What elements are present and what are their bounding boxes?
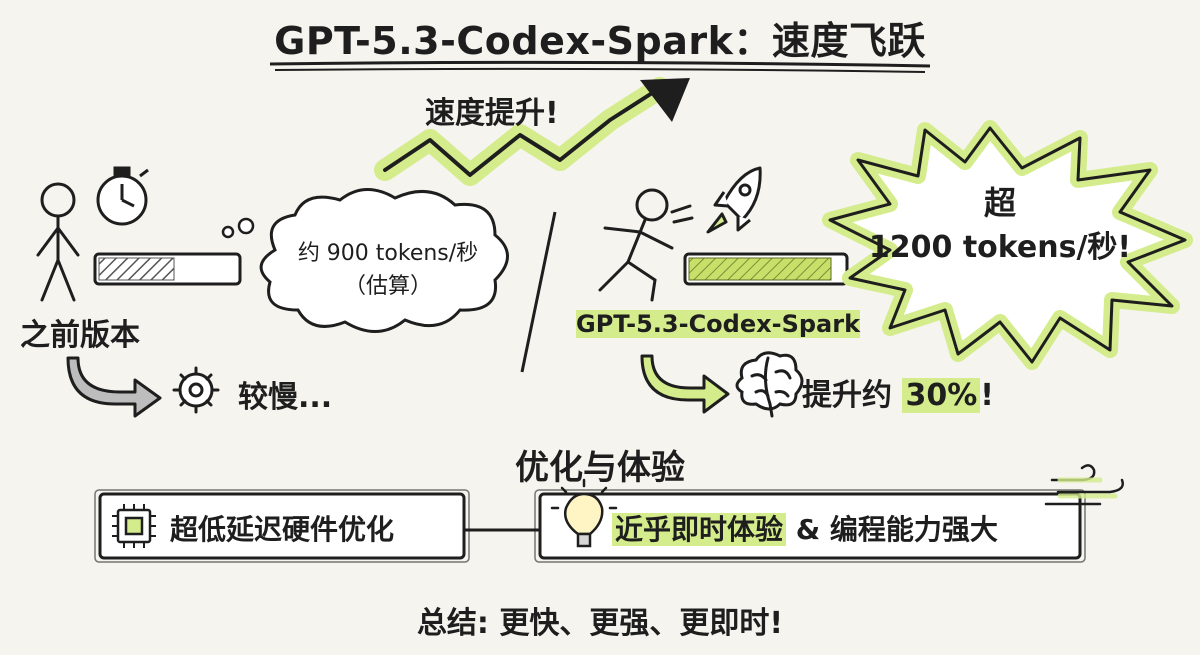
feature-experience-rest: & 编程能力强大 xyxy=(795,513,998,546)
page-title: GPT-5.3-Codex-Spark：速度飞跃 xyxy=(274,19,926,63)
stopwatch-icon xyxy=(96,166,149,226)
arrow-icon xyxy=(374,77,690,186)
summary-text: 总结: 更快、更强、更即时! xyxy=(416,606,784,641)
burst-super-text: 超 xyxy=(983,184,1016,222)
section-title: 优化与体验 xyxy=(515,448,685,488)
wind-icon xyxy=(1044,464,1124,506)
boost-suffix: ! xyxy=(980,378,994,413)
title-underline xyxy=(269,60,931,73)
chip-icon xyxy=(112,504,156,548)
cloud-estimate-text: （估算） xyxy=(343,274,432,299)
brain-icon xyxy=(735,351,804,418)
model-name-label: GPT-5.3-Codex-Spark xyxy=(572,310,864,338)
boost-prefix: 提升约 xyxy=(802,378,892,413)
feature-box-hardware xyxy=(94,489,470,563)
previous-version-label: 之前版本 xyxy=(20,318,140,353)
speed-up-label: 速度提升! xyxy=(425,96,559,131)
right-progress-bar xyxy=(683,252,849,286)
thought-dots xyxy=(221,217,255,239)
divider-line xyxy=(520,211,557,373)
cloud-rate-text: 约 900 tokens/秒 xyxy=(297,241,479,266)
left-progress-bar xyxy=(93,252,242,286)
cloud-shape xyxy=(259,188,509,333)
stick-figure-icon xyxy=(36,182,80,302)
rocket-icon xyxy=(706,166,762,234)
gear-icon xyxy=(172,366,220,414)
lightbulb-icon xyxy=(550,478,618,548)
left-curved-arrow xyxy=(66,356,162,418)
starburst-outline xyxy=(828,126,1187,364)
boost-value: 30% xyxy=(902,378,981,413)
boost-text: 提升约 30%! xyxy=(802,370,994,414)
running-figure-icon xyxy=(598,188,694,302)
burst-rate-text: 1200 tokens/秒! xyxy=(868,230,1132,265)
feature-experience-text: 近乎即时体验 & 编程能力强大 xyxy=(612,508,998,548)
right-curved-arrow xyxy=(640,354,730,414)
model-name-highlight: GPT-5.3-Codex-Spark xyxy=(576,310,861,338)
feature-experience-highlight: 近乎即时体验 xyxy=(612,513,787,546)
slow-result-text: 较慢... xyxy=(238,380,333,415)
feature-hardware-text: 超低延迟硬件优化 xyxy=(170,513,395,546)
